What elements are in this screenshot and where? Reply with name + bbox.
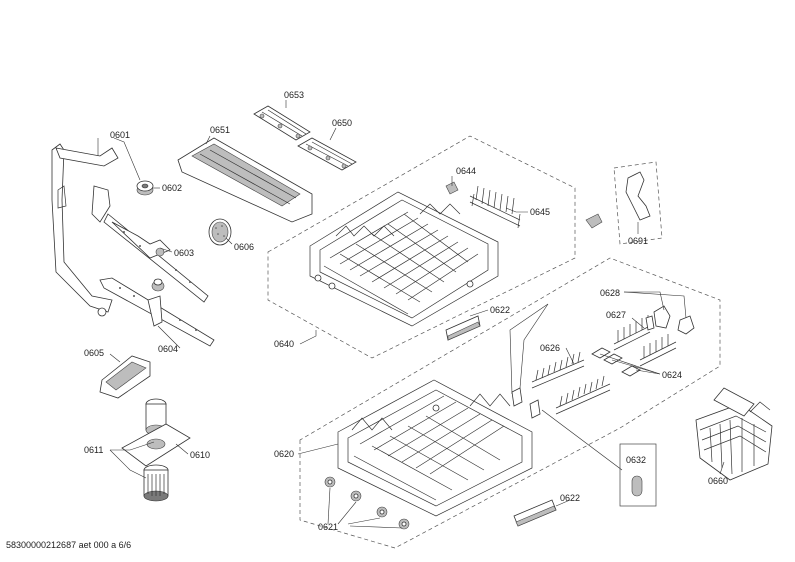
part-0621-wheels <box>324 476 410 530</box>
label-0650: 0650 <box>332 118 352 128</box>
part-0632-box <box>619 443 657 507</box>
part-0604-lower-spray-arm <box>99 277 215 347</box>
label-0621: 0621 <box>318 522 338 532</box>
part-0644-clip <box>445 181 459 195</box>
part-lower-tine-row <box>511 375 623 471</box>
label-0627: 0627 <box>606 310 626 320</box>
label-0602: 0602 <box>162 183 182 193</box>
part-0622-handle-bottom <box>513 499 557 527</box>
lower-rack-group-outline <box>299 257 721 549</box>
label-0624: 0624 <box>662 370 682 380</box>
part-0645-tine-rack <box>469 185 521 229</box>
document-reference-footer: 58300000212687 aet 000 a 6/6 <box>6 540 132 550</box>
part-0660-cutlery-basket <box>695 387 773 481</box>
label-0622-top: 0622 <box>490 305 510 315</box>
label-0606: 0606 <box>234 242 254 252</box>
part-0640-upper-rack <box>309 191 499 327</box>
clip-group-outline <box>613 161 663 245</box>
label-0601: 0601 <box>110 130 130 140</box>
label-0603: 0603 <box>174 248 194 258</box>
label-0660: 0660 <box>708 476 728 486</box>
part-0627-tine-row <box>613 315 677 367</box>
label-0632: 0632 <box>626 455 646 465</box>
label-0651: 0651 <box>210 125 230 135</box>
part-0602-nut <box>136 180 154 196</box>
label-0605: 0605 <box>84 348 104 358</box>
part-0601-supply-pipe <box>51 143 119 317</box>
label-0691: 0691 <box>628 236 648 246</box>
label-0645: 0645 <box>530 207 550 217</box>
part-0653-rail <box>253 105 311 141</box>
label-0628: 0628 <box>600 288 620 298</box>
part-0626-tine-row <box>531 351 585 389</box>
part-0610-sump-filter <box>121 398 191 502</box>
part-0624-clips <box>591 347 641 377</box>
label-0653: 0653 <box>284 90 304 100</box>
label-0622-bottom: 0622 <box>560 493 580 503</box>
upper-rack-group-outline <box>267 135 576 359</box>
part-0606-filter-disc <box>208 218 232 246</box>
label-0611: 0611 <box>84 445 103 455</box>
label-0640: 0640 <box>274 339 294 349</box>
part-labels: 0653 0650 0651 0601 0602 0603 0606 0604 … <box>84 90 728 532</box>
part-0620-lower-rack <box>337 379 533 517</box>
part-0605-cover-plate <box>99 355 151 399</box>
part-0650-rail <box>297 137 357 171</box>
part-0691-clip <box>585 171 651 229</box>
label-0626: 0626 <box>540 343 560 353</box>
part-0628-hinges <box>645 305 695 335</box>
leader-lines <box>97 100 725 529</box>
label-0604: 0604 <box>158 344 178 354</box>
label-0644: 0644 <box>456 166 476 176</box>
label-0620: 0620 <box>274 449 294 459</box>
label-0610: 0610 <box>190 450 210 460</box>
part-0651-tray <box>177 137 313 223</box>
part-0622-handle-top <box>445 315 481 341</box>
part-0632-marker <box>631 475 643 497</box>
